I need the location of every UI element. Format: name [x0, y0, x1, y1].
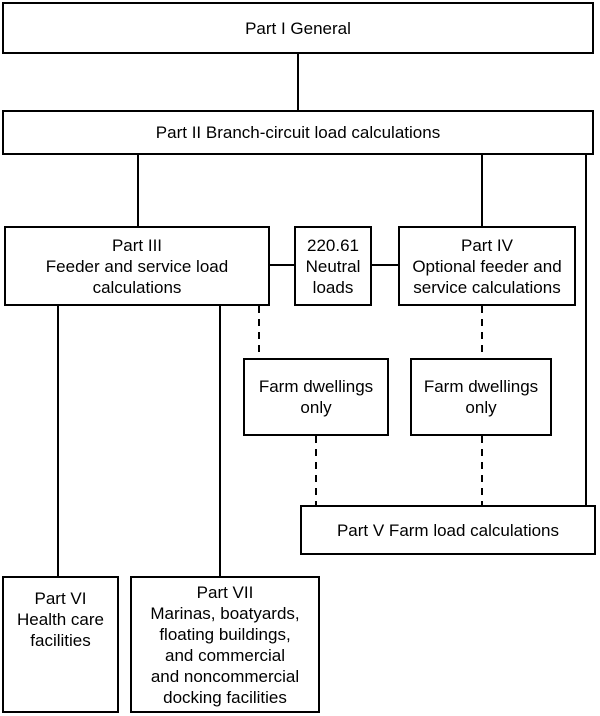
box-label-line: Farm dwellings [258, 377, 374, 396]
box-label-line: only [465, 398, 497, 417]
box-label-line: Farm dwellings [423, 377, 539, 396]
box-label-line: facilities [30, 631, 91, 650]
box-label-line: Optional feeder and [412, 256, 562, 276]
box-farm-dwellings-right: Farm dwellings only [410, 358, 552, 436]
box-label-line: loads [312, 277, 354, 297]
box-label-line: Part IV [461, 235, 513, 255]
box-label-line: Part I General [245, 18, 351, 38]
box-part6-health-care: Part VI Health care facilities [2, 576, 119, 713]
box-label-line: Neutral [305, 256, 361, 276]
box-label-line: Feeder and service load [45, 256, 229, 276]
box-label-line: and commercial [165, 645, 285, 665]
box-label-line: floating buildings, [159, 624, 291, 644]
box-label-line: service calculations [413, 277, 561, 297]
box-label-line: and noncommercial [150, 666, 300, 686]
box-label-line: Part VII [196, 582, 254, 602]
box-part2-branch-circuit: Part II Branch-circuit load calculations [2, 110, 594, 155]
box-part5-farm-load: Part V Farm load calculations [300, 505, 596, 555]
box-label-line: calculations [92, 277, 182, 297]
box-label-line: Marinas, boatyards, [150, 603, 300, 623]
box-label-line: Health care [17, 610, 104, 629]
box-label-line: only [300, 398, 332, 417]
box-label-line: Part II Branch-circuit load calculations [155, 123, 441, 142]
box-label-line: Part III [111, 235, 163, 255]
box-label-line: 220.61 [307, 235, 359, 255]
box-label-line: docking facilities [163, 687, 287, 707]
box-part1-general: Part I General [2, 2, 594, 54]
box-label-line: Part V Farm load calculations [336, 520, 560, 540]
box-label-line: Part VI [34, 589, 87, 608]
box-farm-dwellings-left: Farm dwellings only [243, 358, 389, 436]
